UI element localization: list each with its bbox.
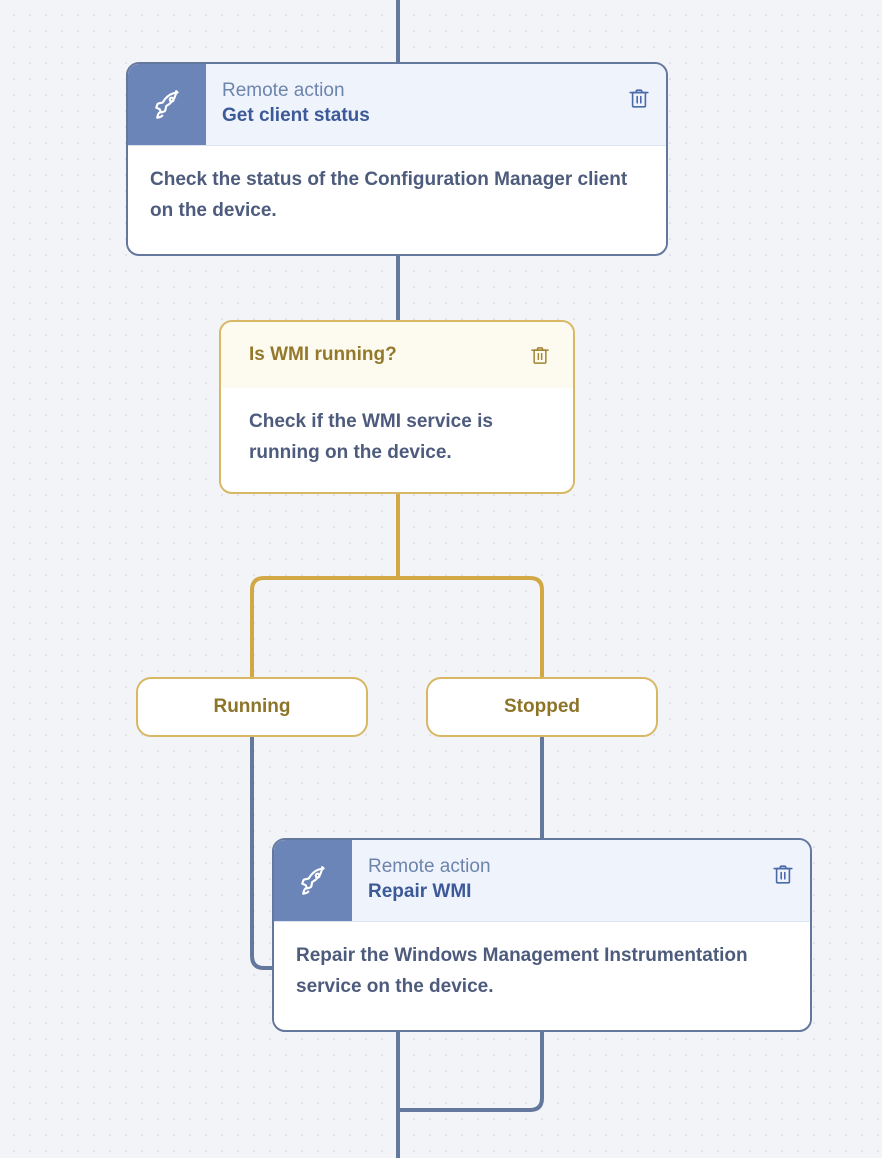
node-header-text: Remote action Repair WMI [352, 840, 756, 921]
action-node-get-client-status[interactable]: Remote action Get client status Check th… [126, 62, 668, 256]
delete-node-button[interactable] [523, 344, 557, 367]
node-title: Repair WMI [368, 881, 472, 902]
decision-description: Check if the WMI service is running on t… [221, 388, 573, 490]
edge-repair-wmi-to-merge [398, 1032, 544, 1112]
action-node-repair-wmi[interactable]: Remote action Repair WMI Repair the Wind… [272, 838, 812, 1032]
branch-pill-running[interactable]: Running [136, 677, 368, 737]
edge-split-to-stopped [398, 576, 544, 677]
rocket-icon [274, 840, 352, 921]
node-description: Check the status of the Configuration Ma… [128, 146, 666, 248]
edge-split-to-running [250, 576, 398, 677]
branch-pill-stopped[interactable]: Stopped [426, 677, 658, 737]
decision-node-is-wmi-running[interactable]: Is WMI running? Check if the WMI service… [219, 320, 575, 494]
decision-title: Is WMI running? [249, 344, 397, 365]
node-kind-label: Remote action [368, 856, 491, 877]
node-title: Get client status [222, 105, 370, 126]
decision-header: Is WMI running? [221, 322, 573, 388]
node-header: Remote action Get client status [128, 64, 666, 146]
delete-node-button[interactable] [756, 840, 810, 921]
node-kind-label: Remote action [222, 80, 345, 101]
delete-node-button[interactable] [612, 64, 666, 145]
node-header-text: Remote action Get client status [206, 64, 612, 145]
node-header: Remote action Repair WMI [274, 840, 810, 922]
branch-label: Running [213, 696, 291, 717]
rocket-icon [128, 64, 206, 145]
branch-label: Stopped [504, 696, 580, 717]
node-description: Repair the Windows Management Instrument… [274, 922, 810, 1024]
